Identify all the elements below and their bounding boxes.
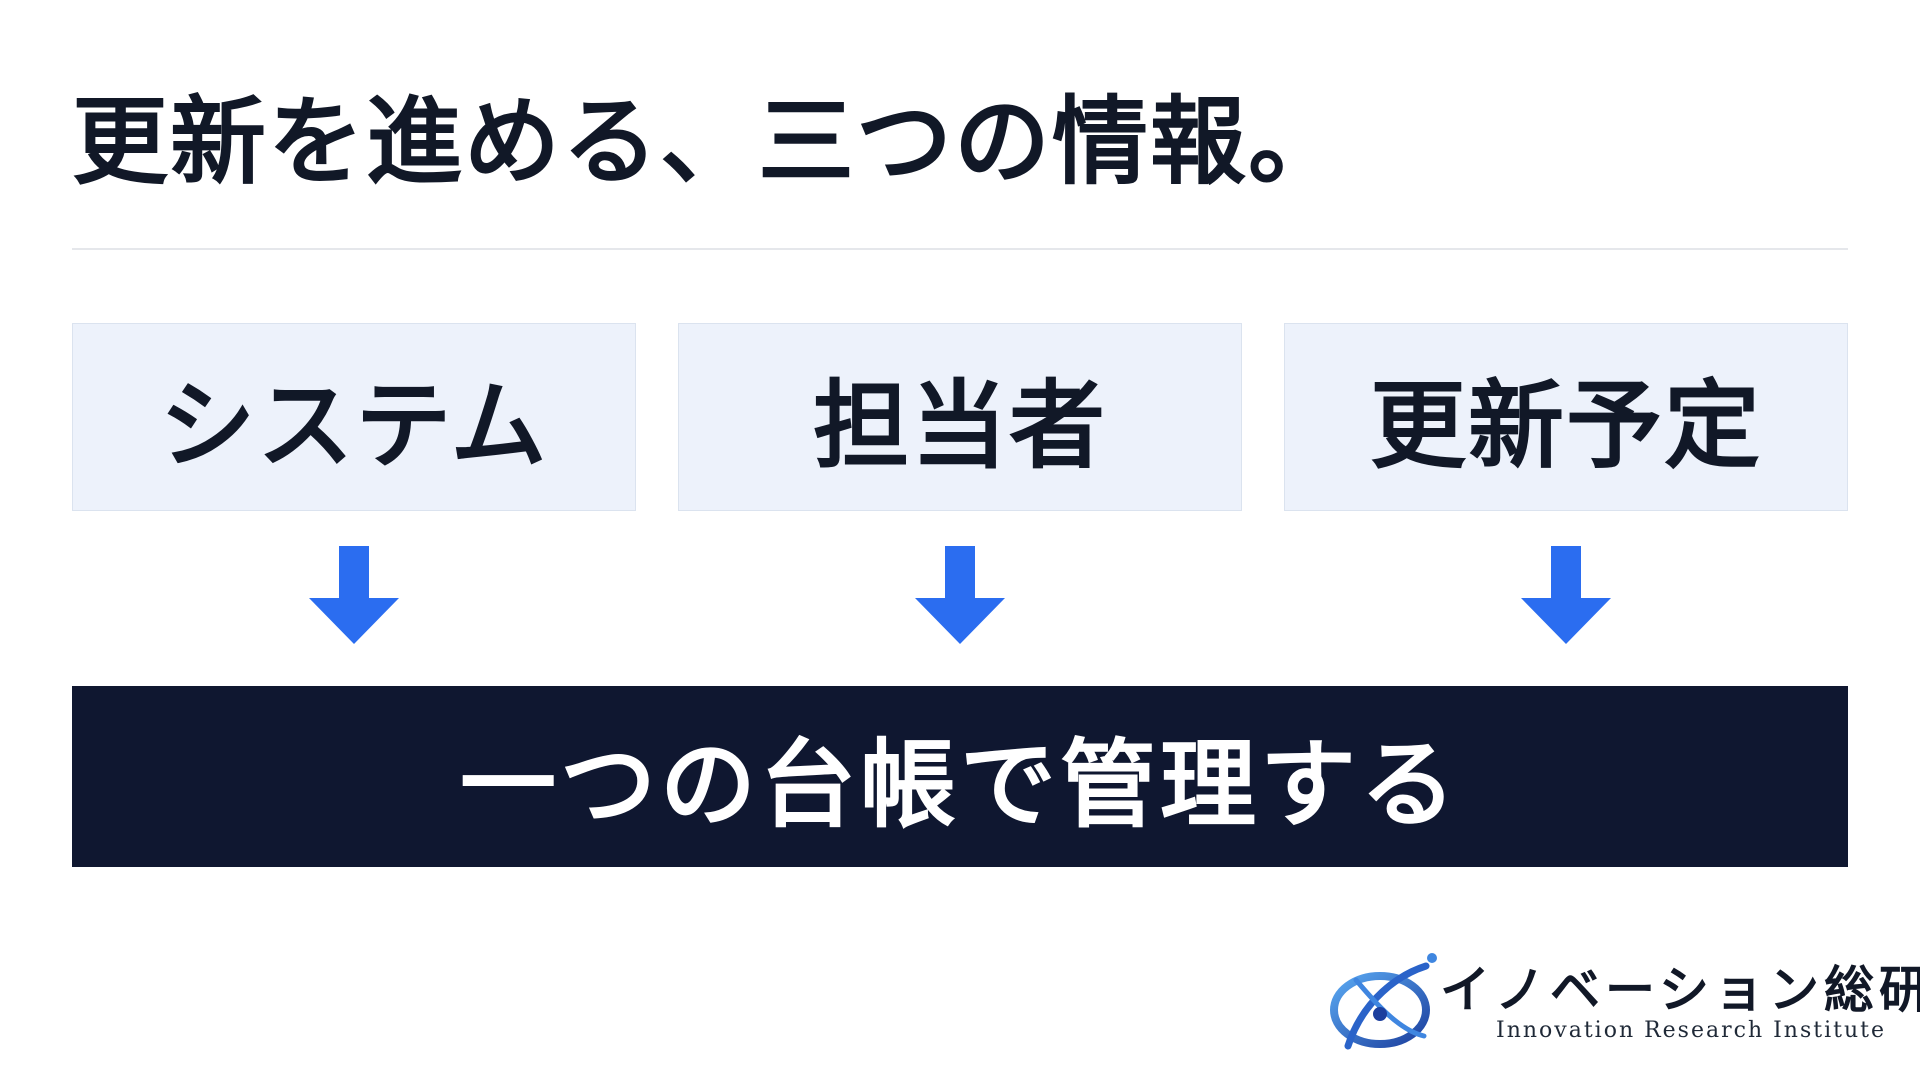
company-logo: イノベーション総研 Innovation Research Institute — [1328, 950, 1920, 1060]
atom-logo-icon — [1328, 950, 1438, 1060]
arrow-down-icon — [1521, 546, 1611, 646]
logo-text-jp: イノベーション総研 — [1440, 960, 1920, 1019]
arrow-down-icon — [915, 546, 1005, 646]
info-box-schedule: 更新予定 — [1284, 323, 1848, 511]
logo-text-en: Innovation Research Institute — [1496, 1018, 1887, 1043]
info-box-owner: 担当者 — [678, 323, 1242, 511]
result-bar: 一つの台帳で管理する — [72, 686, 1848, 867]
info-box-system: システム — [72, 323, 636, 511]
page-title: 更新を進める、三つの情報。 — [72, 86, 1346, 198]
title-divider — [72, 248, 1848, 250]
info-boxes: システム 担当者 更新予定 — [72, 323, 1848, 511]
arrow-down-icon — [309, 546, 399, 646]
